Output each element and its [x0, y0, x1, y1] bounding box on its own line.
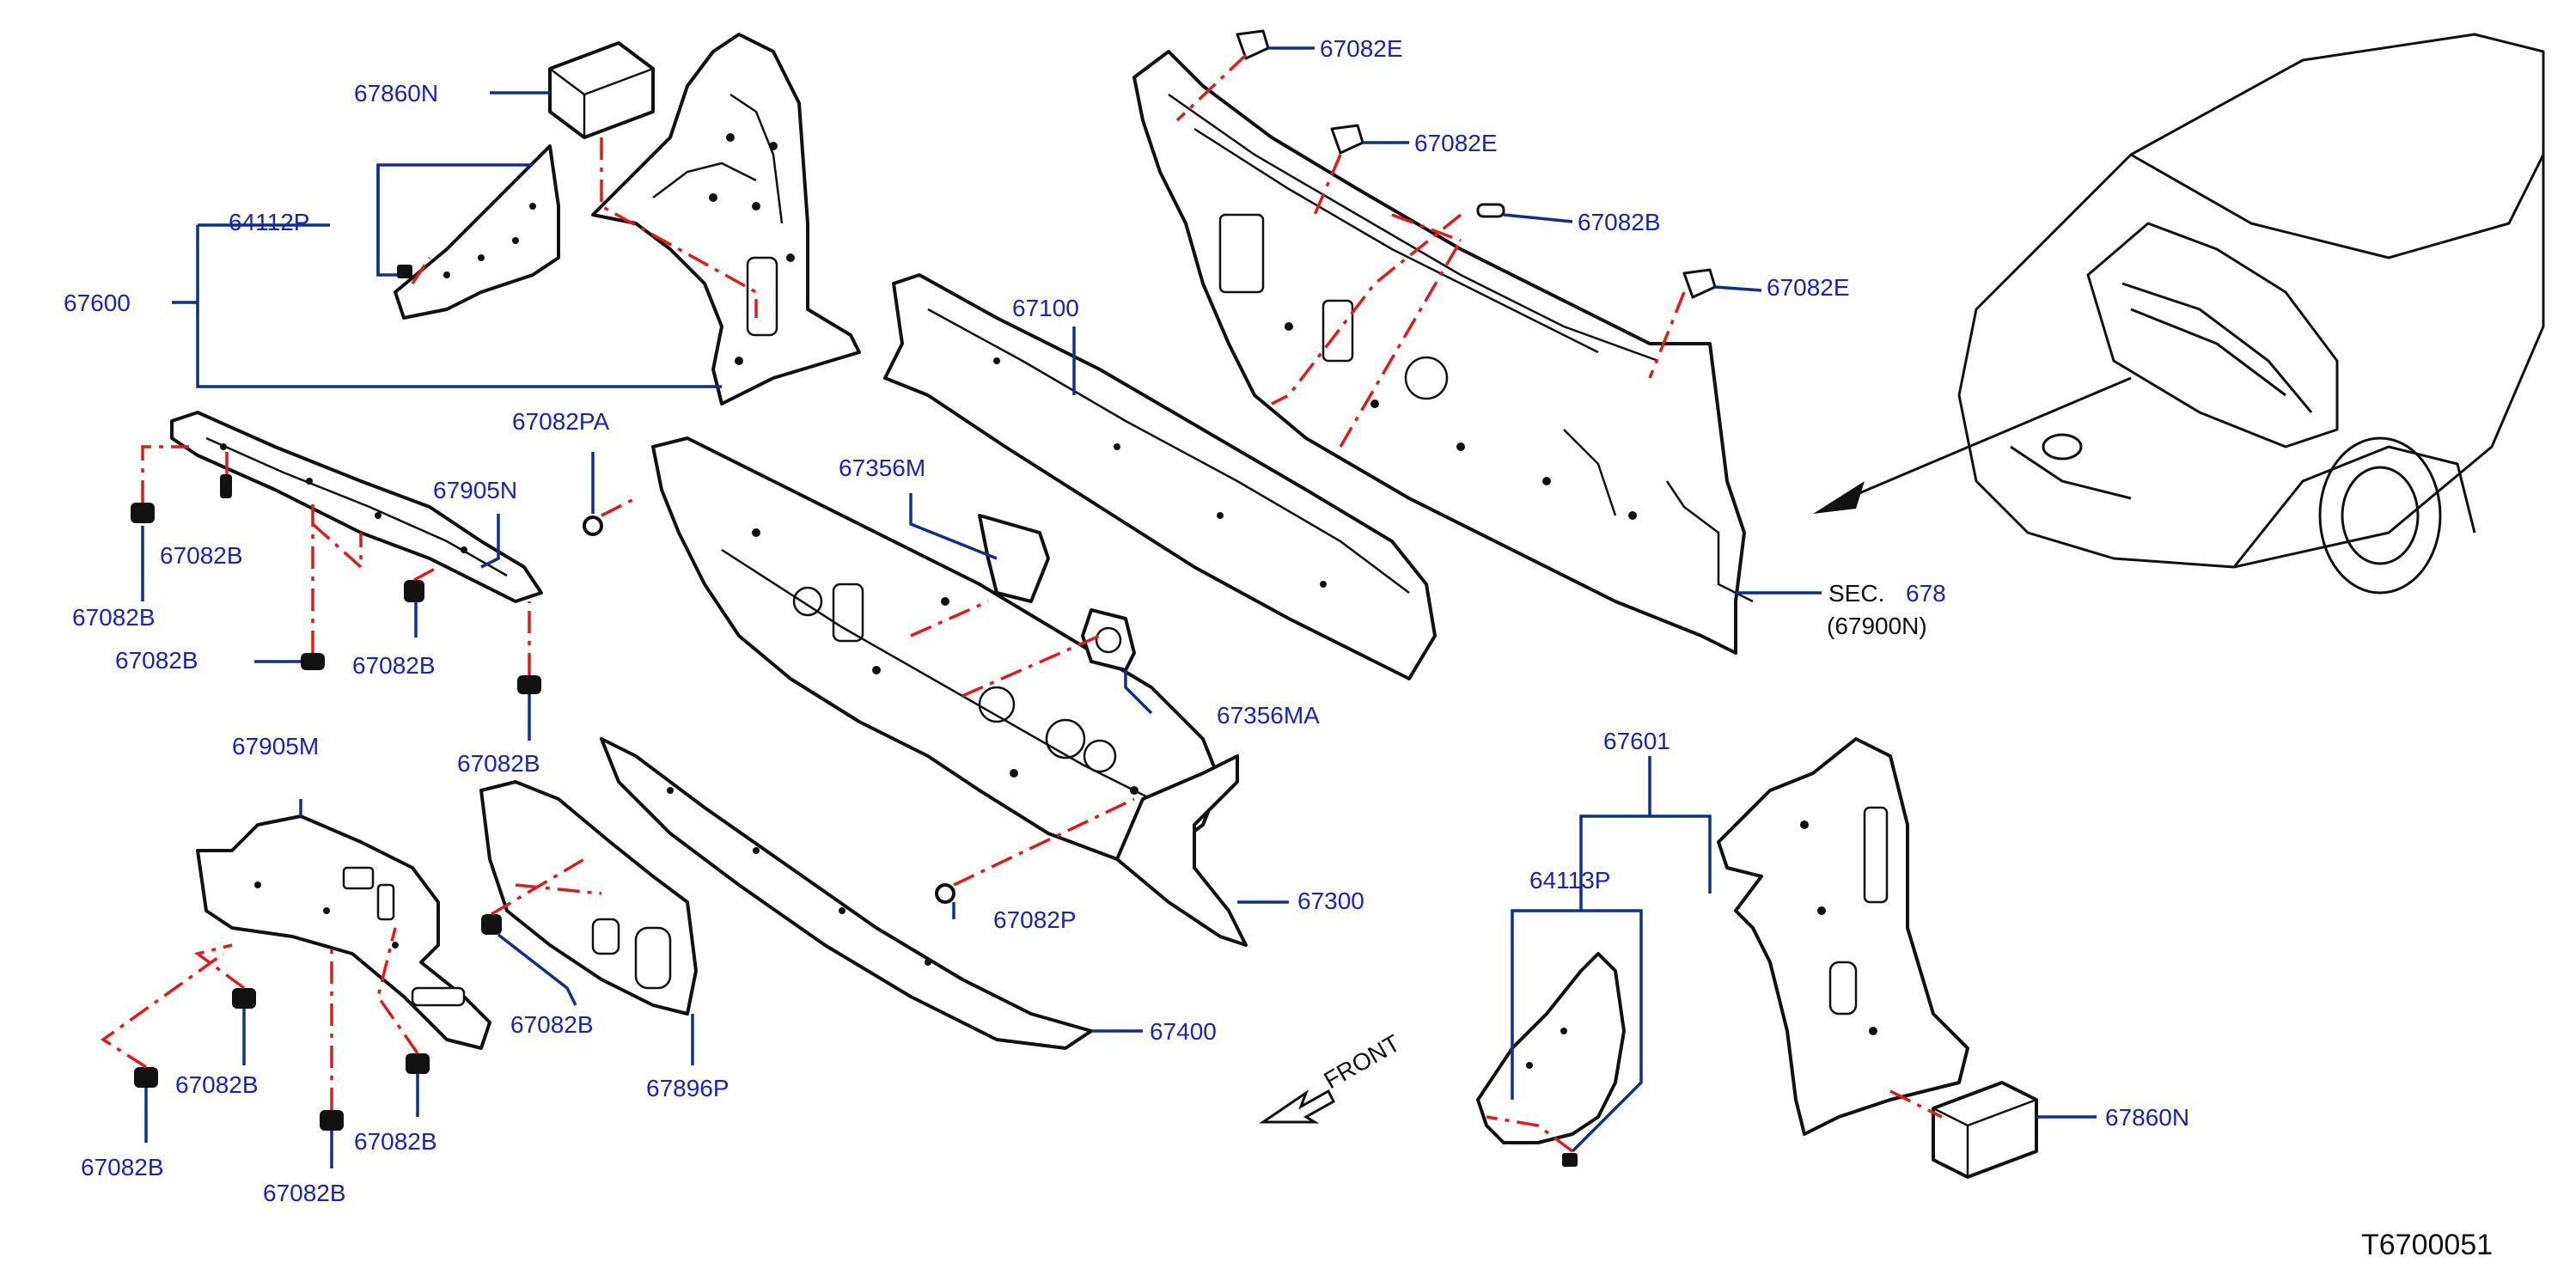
label-sec-sub: (67900N) — [1827, 613, 1927, 639]
clip-67082E-2 — [1330, 124, 1364, 155]
clip-67082E-3 — [1682, 268, 1717, 299]
label-67082B-4: 67082B — [352, 652, 436, 679]
label-67356M: 67356M — [839, 454, 925, 481]
label-64113P: 64113P — [1529, 867, 1610, 894]
label-67082B-7: 67082B — [81, 1154, 164, 1180]
label-67082B-2: 67082B — [160, 542, 243, 569]
label-67082B-10: 67082B — [510, 1011, 594, 1038]
grommet-67082B-6 — [232, 988, 256, 1009]
part-67905N-bar — [170, 411, 543, 603]
plug-67082P — [935, 883, 955, 904]
label-67601: 67601 — [1603, 728, 1670, 754]
label-67400: 67400 — [1150, 1018, 1217, 1045]
label-67082B-9: 67082B — [354, 1128, 437, 1155]
part-67905M-bracket — [196, 814, 491, 1050]
grommet-67082B-7 — [134, 1067, 158, 1088]
label-67082B-1: 67082B — [72, 604, 156, 631]
part-67400-lower-member — [600, 737, 1093, 1050]
part-67300-insulator — [1115, 754, 1248, 947]
part-67860N-block-right — [1932, 1081, 2038, 1179]
grommet-67082B-9 — [406, 1053, 430, 1074]
part-64113P-bracket — [1476, 952, 1626, 1167]
clip-67082B-top — [1476, 203, 1505, 218]
label-67300: 67300 — [1297, 888, 1364, 914]
label-67896P: 67896P — [646, 1075, 729, 1101]
grommet-67082B-1 — [131, 503, 155, 523]
part-67860N-block-left — [548, 41, 655, 139]
label-67860N-left: 67860N — [354, 80, 438, 107]
label-64112P: 64112P — [229, 209, 309, 235]
grommet-67082B-10 — [481, 914, 502, 935]
label-67082PA: 67082PA — [512, 408, 609, 435]
car-pointer-line — [1847, 376, 2132, 500]
label-67082B-6: 67082B — [175, 1071, 259, 1098]
part-67601-pillar — [1717, 737, 1969, 1136]
label-67082B-5: 67082B — [457, 750, 540, 777]
part-64112P-bracket — [394, 144, 560, 320]
label-67905M: 67905M — [232, 733, 319, 760]
label-sec-prefix: SEC. — [1828, 580, 1884, 607]
grommet-67082B-3 — [404, 580, 424, 602]
label-front: FRONT — [1320, 1029, 1405, 1094]
leader-lines — [141, 46, 2097, 1168]
grommet-67082B-4 — [301, 653, 325, 670]
front-arrow-icon — [1259, 1089, 1335, 1124]
label-67082E-3: 67082E — [1767, 274, 1850, 301]
label-67356MA: 67356MA — [1217, 702, 1320, 729]
label-sec-number: 678 — [1906, 580, 1946, 607]
clip-67082E-1 — [1236, 29, 1270, 60]
grommet-67082B-8 — [320, 1110, 344, 1131]
plug-67082PA — [583, 515, 603, 536]
label-67600: 67600 — [64, 290, 131, 316]
label-67860N-right: 67860N — [2105, 1104, 2189, 1131]
part-67356MA-ring — [1081, 608, 1136, 672]
part-67896P-pad — [479, 780, 698, 1016]
part-cowl-top — [1132, 50, 1754, 655]
fasteners — [131, 29, 1717, 1131]
car-illustration — [1957, 33, 2545, 595]
grommet-67082B-5 — [517, 675, 541, 694]
assembly-lines — [100, 53, 1943, 1153]
label-67082E-2: 67082E — [1414, 130, 1498, 156]
part-67356M-plate — [978, 514, 1050, 603]
label-67082B-top: 67082B — [1578, 209, 1661, 235]
diagram-code: T6700051 — [2361, 1229, 2493, 1261]
label-67082E-1: 67082E — [1320, 35, 1403, 62]
label-67100: 67100 — [1012, 295, 1079, 321]
label-67905N: 67905N — [433, 477, 517, 503]
grommet-67082B-2 — [220, 474, 232, 498]
part-67100-member — [883, 273, 1437, 680]
label-67082B-3: 67082B — [115, 647, 198, 674]
label-67082B-8: 67082B — [263, 1180, 346, 1206]
car-pointer-arrow — [1813, 481, 1865, 514]
label-67082P: 67082P — [993, 906, 1077, 933]
